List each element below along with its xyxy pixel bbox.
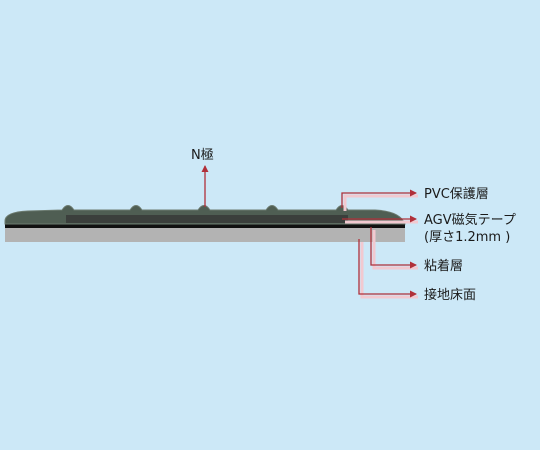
pvc-layer-label: PVC保護層 (424, 186, 489, 202)
adhesive-leader-line (370, 227, 417, 269)
thickness-label: (厚さ1.2mm ) (424, 230, 510, 245)
agv-tape-label: AGV磁気テープ (424, 212, 516, 228)
pvc-leader-shadow (343, 194, 418, 211)
floor-leader-line (358, 239, 417, 298)
floor-layer (5, 228, 405, 242)
adhesive-label: 粘着層 (424, 258, 463, 274)
pvc-leader-line (341, 189, 417, 208)
agv-magnetic-tape (66, 215, 348, 223)
n-pole-label: N極 (191, 147, 214, 163)
floor-leader-shadow (360, 242, 418, 299)
floor-label: 接地床面 (424, 287, 476, 303)
adhesive-layer (5, 224, 405, 228)
adhesive-leader-shadow (372, 230, 418, 270)
